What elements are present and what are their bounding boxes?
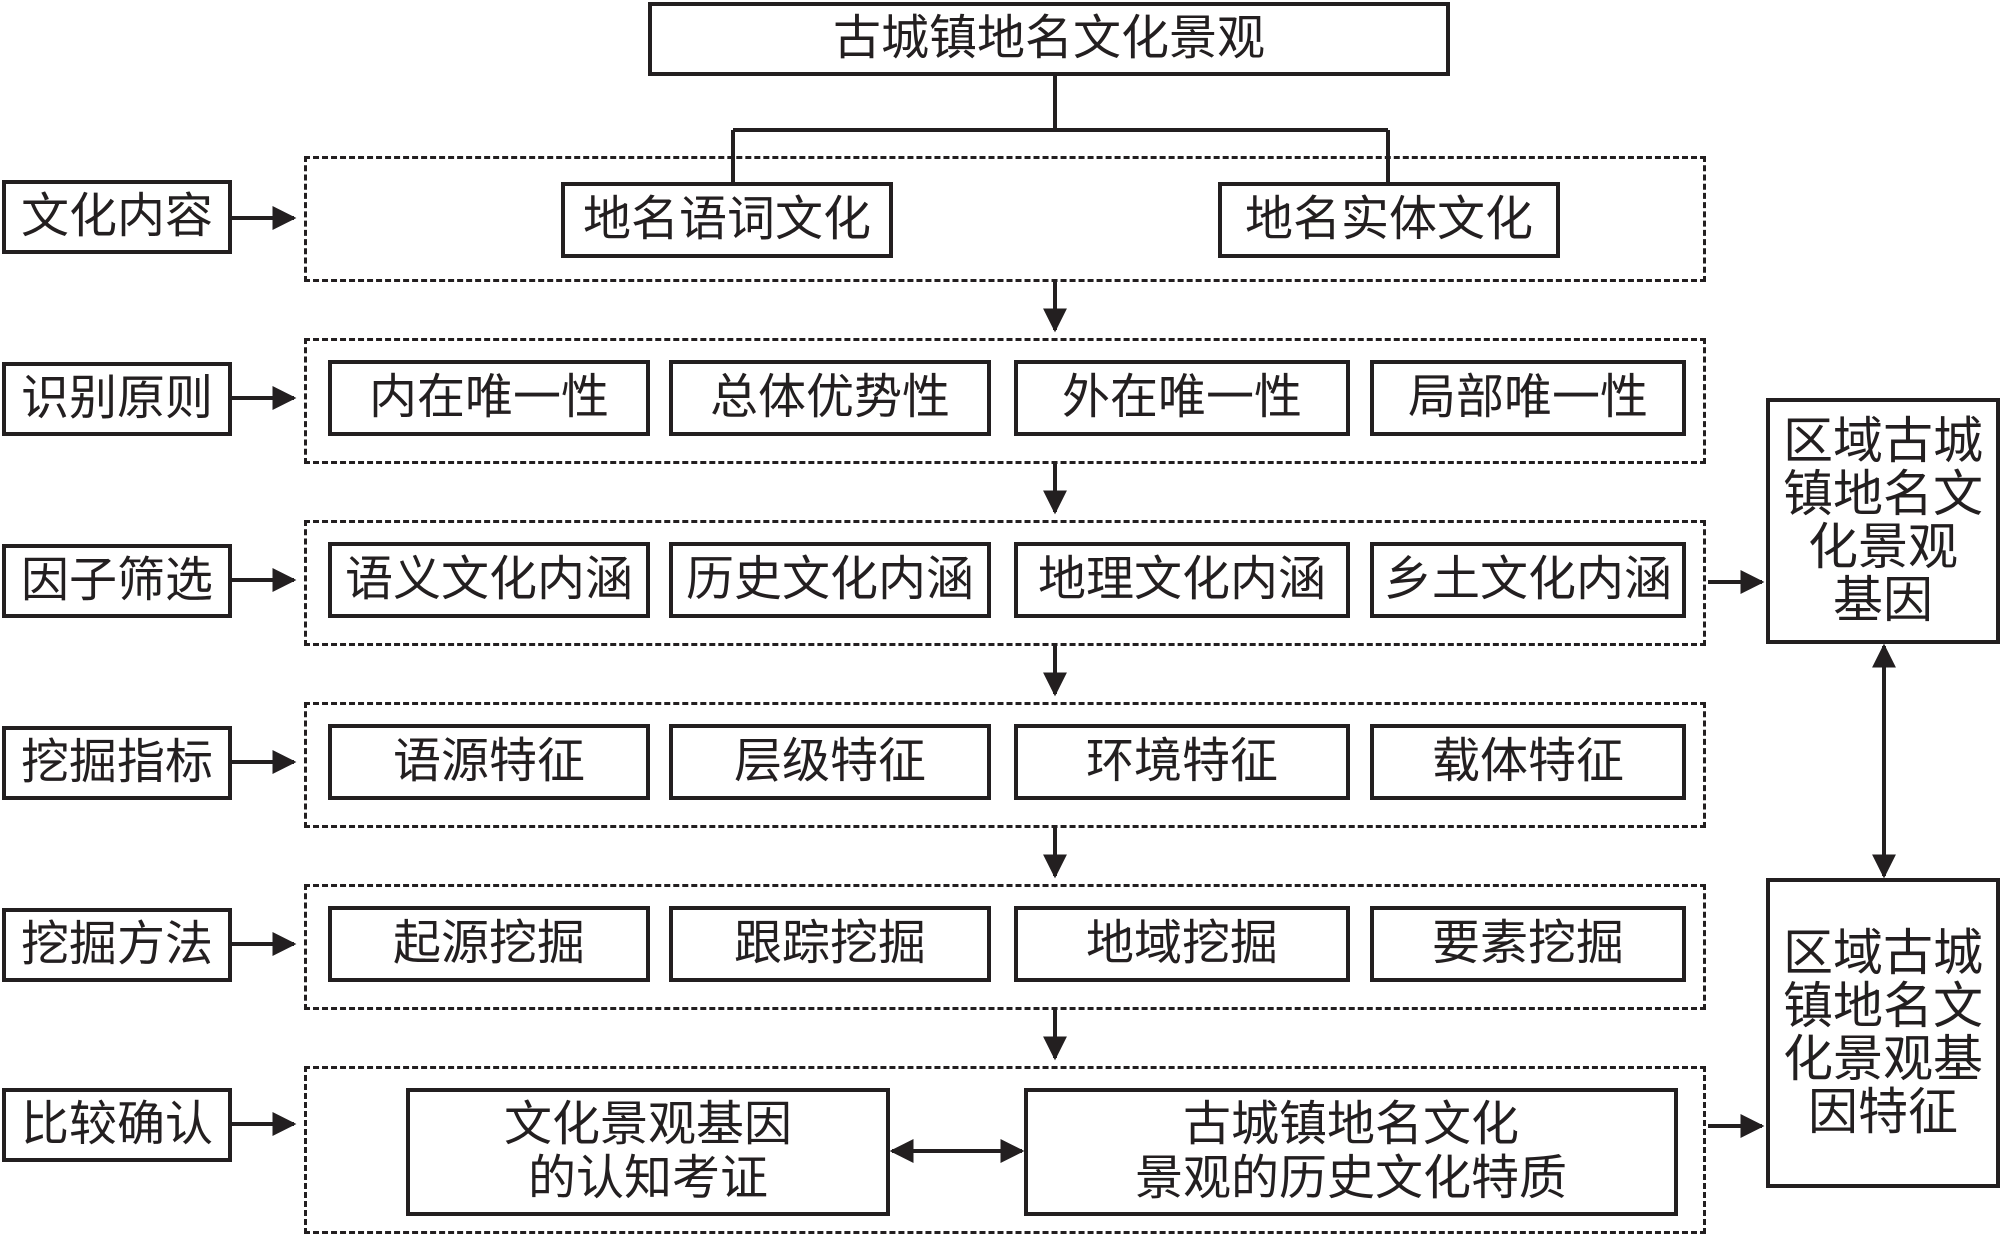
group-frame-indicator [304,702,1706,828]
method-item-text: 跟踪挖掘 [733,915,926,972]
row-label-content: 文化内容 [2,180,232,254]
row-label-factor: 因子筛选 [2,544,232,618]
method-item: 起源挖掘 [328,906,650,982]
factor-item: 地理文化内涵 [1014,542,1350,618]
indicator-item: 层级特征 [669,724,991,800]
principle-item-text: 总体优势性 [709,369,950,426]
principle-item-text: 外在唯一性 [1061,369,1302,426]
principle-item: 外在唯一性 [1014,360,1350,436]
method-item: 地域挖掘 [1014,906,1350,982]
method-item-text: 起源挖掘 [392,915,585,972]
group-frame-principle [304,338,1706,464]
indicator-item: 语源特征 [328,724,650,800]
factor-item: 历史文化内涵 [669,542,991,618]
principle-item: 内在唯一性 [328,360,650,436]
method-item: 跟踪挖掘 [669,906,991,982]
row-label-text: 因子筛选 [20,552,213,609]
factor-item-text: 地理文化内涵 [1037,551,1326,608]
factor-item-text: 语义文化内涵 [344,551,633,608]
indicator-item: 载体特征 [1370,724,1686,800]
principle-item: 局部唯一性 [1370,360,1686,436]
indicator-item: 环境特征 [1014,724,1350,800]
group-frame-content [304,156,1706,282]
indicator-item-text: 载体特征 [1431,733,1624,790]
group-frame-compare [304,1066,1706,1234]
method-item-text: 地域挖掘 [1085,915,1278,972]
factor-item-text: 历史文化内涵 [685,551,974,608]
row-label-indicator: 挖掘指标 [2,726,232,800]
gene-trait-box-text: 区域古城 镇地名文 化景观基 因特征 [1783,924,1983,1141]
principle-item-text: 内在唯一性 [368,369,609,426]
compare-item-text: 文化景观基因 的认知考证 [503,1096,792,1206]
row-label-text: 文化内容 [20,188,213,245]
content-item-text: 地名语词文化 [582,191,871,248]
row-label-compare: 比较确认 [2,1088,232,1162]
compare-item-cognition: 文化景观基因 的认知考证 [406,1088,890,1216]
gene-trait-box: 区域古城 镇地名文 化景观基 因特征 [1766,878,2000,1188]
factor-item-text: 乡土文化内涵 [1383,551,1672,608]
principle-item-text: 局部唯一性 [1407,369,1648,426]
factor-item: 语义文化内涵 [328,542,650,618]
factor-item: 乡土文化内涵 [1370,542,1686,618]
group-frame-method [304,884,1706,1010]
indicator-item-text: 语源特征 [392,733,585,790]
content-item: 地名语词文化 [561,182,893,258]
row-label-text: 比较确认 [20,1096,213,1153]
row-label-text: 挖掘方法 [20,916,213,973]
principle-item: 总体优势性 [669,360,991,436]
row-label-text: 识别原则 [20,370,213,427]
title-box: 古城镇地名文化景观 [648,2,1450,76]
compare-item-text: 古城镇地名文化 景观的历史文化特质 [1134,1096,1567,1206]
row-label-method: 挖掘方法 [2,908,232,982]
group-frame-factor [304,520,1706,646]
content-item-text: 地名实体文化 [1244,191,1533,248]
method-item: 要素挖掘 [1370,906,1686,982]
gene-box-text: 区域古城 镇地名文 化景观 基因 [1783,412,1983,629]
indicator-item-text: 环境特征 [1085,733,1278,790]
row-label-principle: 识别原则 [2,362,232,436]
row-label-text: 挖掘指标 [20,734,213,791]
title-text: 古城镇地名文化景观 [832,10,1265,67]
indicator-item-text: 层级特征 [733,733,926,790]
compare-item-trait: 古城镇地名文化 景观的历史文化特质 [1024,1088,1678,1216]
content-item: 地名实体文化 [1218,182,1560,258]
method-item-text: 要素挖掘 [1431,915,1624,972]
gene-box: 区域古城 镇地名文 化景观 基因 [1766,398,2000,644]
